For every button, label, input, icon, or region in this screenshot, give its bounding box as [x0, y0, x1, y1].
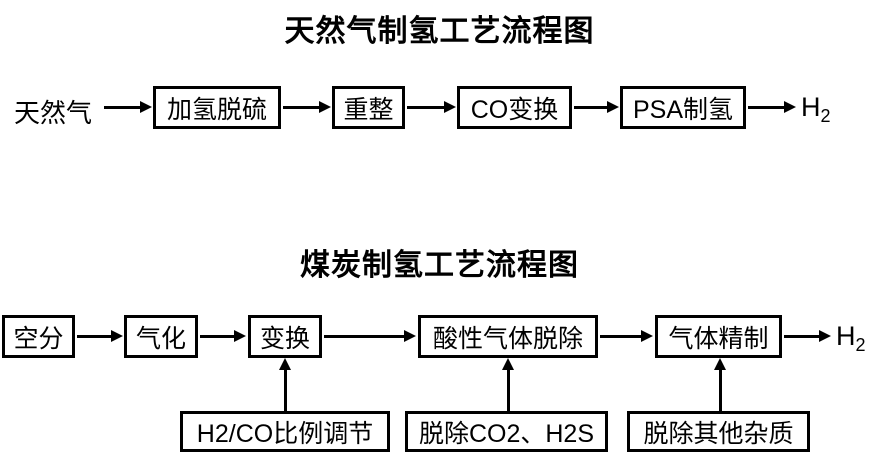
- arrow-right-icon: [748, 101, 796, 113]
- arrow-right-icon: [784, 330, 831, 342]
- node-label: 加氢脱硫: [166, 95, 267, 124]
- diagram1-node-reforming: 重整: [332, 86, 405, 129]
- diagram2-node-gas-purification: 气体精制: [655, 315, 782, 358]
- diagram1-node-psa: PSA制氢: [620, 86, 746, 129]
- diagram1-source-label: 天然气: [14, 98, 93, 128]
- arrow-right-icon: [600, 330, 653, 342]
- diagram2-title: 煤炭制氢工艺流程图: [300, 249, 579, 282]
- node-label: 重整: [343, 95, 394, 124]
- diagram1-output-label: H2: [801, 92, 831, 127]
- h2-subscript: 2: [855, 335, 866, 355]
- h2-symbol: H: [801, 92, 821, 122]
- h2-symbol: H: [836, 321, 856, 351]
- annotation-label: 脱除CO2、H2S: [418, 419, 595, 448]
- diagram2-node-shift: 变换: [248, 315, 322, 358]
- diagram2-node-acid-gas-removal: 酸性气体脱除: [418, 315, 598, 358]
- node-label: CO变换: [470, 95, 559, 124]
- diagram2-node-gasification: 气化: [124, 315, 198, 358]
- diagram1-title: 天然气制氢工艺流程图: [284, 15, 595, 48]
- node-label: 气体精制: [668, 324, 769, 353]
- arrow-up-icon: [279, 358, 291, 411]
- annotation-label: 脱除其他杂质: [643, 419, 794, 448]
- node-label: 空分: [13, 324, 64, 353]
- diagram2-annotation-h2co-ratio: H2/CO比例调节: [180, 411, 390, 452]
- diagram2-annotation-co2-h2s-removal: 脱除CO2、H2S: [405, 411, 608, 452]
- node-label: PSA制氢: [632, 95, 734, 124]
- arrow-right-icon: [104, 101, 152, 113]
- arrow-right-icon: [200, 330, 246, 342]
- arrow-right-icon: [324, 330, 416, 342]
- arrow-right-icon: [407, 101, 456, 113]
- diagram2-output-label: H2: [836, 321, 866, 356]
- arrow-right-icon: [574, 101, 619, 113]
- diagram2-annotation-other-impurities-removal: 脱除其他杂质: [627, 411, 810, 452]
- arrow-up-icon: [502, 358, 514, 411]
- arrow-right-icon: [283, 101, 331, 113]
- node-label: 气化: [135, 324, 186, 353]
- diagram1-node-co-shift: CO变换: [457, 86, 572, 129]
- arrow-right-icon: [77, 330, 123, 342]
- arrow-up-icon: [714, 358, 726, 411]
- h2-subscript: 2: [820, 106, 831, 126]
- annotation-label: H2/CO比例调节: [196, 419, 374, 448]
- diagram2-node-air-separation: 空分: [2, 315, 75, 358]
- node-label: 变换: [259, 324, 310, 353]
- node-label: 酸性气体脱除: [432, 324, 583, 353]
- diagram1-node-hydrodesulfurization: 加氢脱硫: [153, 86, 281, 129]
